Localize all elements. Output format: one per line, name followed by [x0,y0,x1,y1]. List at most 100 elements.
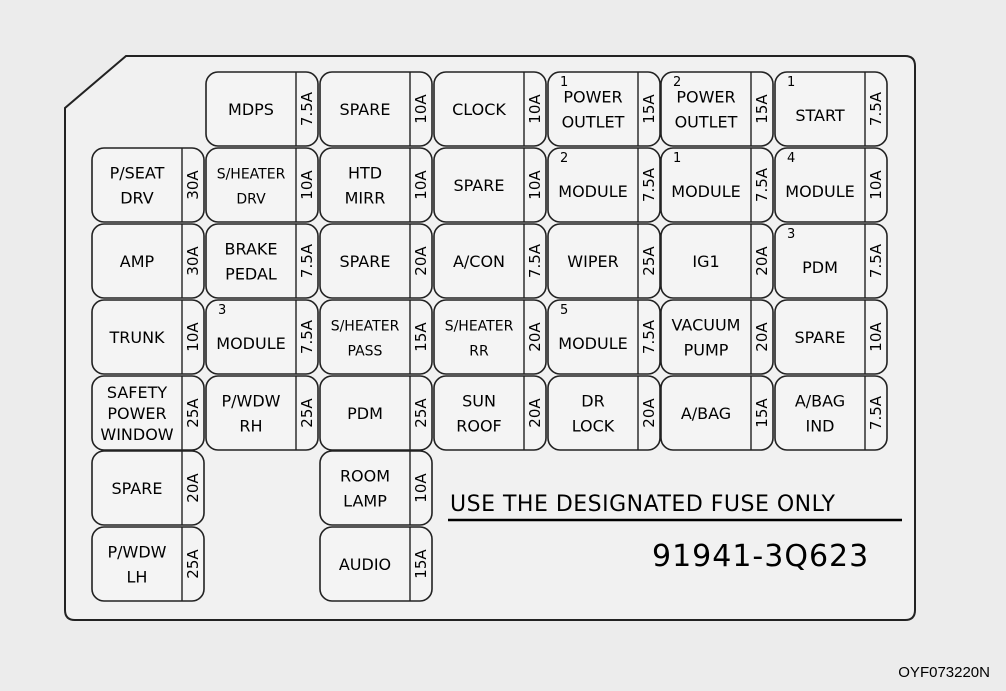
fuse-label: SUN [462,392,496,411]
fuse-label: LAMP [343,492,387,511]
fuse-label: PEDAL [225,265,277,284]
fuse-label: START [795,106,845,125]
fuse-amperage: 7.5A [526,243,544,278]
fuse-cell-frame [205,147,319,223]
fuse-label: PDM [347,404,383,423]
fuse-label: TRUNK [108,328,165,347]
fuse-amperage: 15A [753,398,771,428]
fuse-amperage: 20A [184,473,202,503]
fuse-number: 1 [787,75,795,90]
fuse-label: HTD [348,164,382,183]
fuse-amperage: 15A [640,94,658,124]
fuse-label: WINDOW [100,425,173,444]
part-number: 91941-3Q623 [652,539,869,574]
fuse-cell-frame [91,526,205,602]
fuse-amperage: 25A [298,398,316,428]
fuse-label: AMP [120,252,155,271]
fuse-label: S/HEATER [217,167,286,183]
fuse-amperage: 25A [640,246,658,276]
fuse-cell-frame [319,450,433,526]
fuse-cell-frame [660,223,774,299]
fuse-label: ROOF [456,417,502,436]
fuse-wiper: WIPER 25A [547,223,661,299]
fuse-cell-frame [774,71,888,147]
fuse-amperage: 30A [184,246,202,276]
fuse-label: ROOM [340,467,390,486]
fuse-label: MODULE [671,182,740,201]
fuse-cell-frame [433,147,547,223]
fuse-label: VACUUM [672,316,741,335]
fuse-cell-frame [319,71,433,147]
fuse-cell-frame [660,147,774,223]
fuse-amperage: 15A [412,549,430,579]
fuse-label: MODULE [558,334,627,353]
fuse-cell-frame [547,71,661,147]
fuse-cell-frame [774,299,888,375]
fuse-label: MDPS [228,100,274,119]
fuse-label: CLOCK [452,100,506,119]
fuse-amperage: 7.5A [640,319,658,354]
fuse-cell-frame [660,71,774,147]
fuse-cell-frame [91,450,205,526]
fuse-cell-frame [91,147,205,223]
fuse-label: DRV [236,192,266,208]
fuse-cell-frame [774,223,888,299]
fuse-number: 2 [560,151,568,166]
fuse-label: RH [239,417,262,436]
fuse-label: P/WDW [108,543,167,562]
fuse-amperage: 10A [867,170,885,200]
fuse-a-bag: A/BAG 15A [660,375,774,451]
fuse-amperage: 25A [412,398,430,428]
fuse-number: 1 [673,151,681,166]
fuse-trunk: TRUNK 10A [91,299,205,375]
fuse-amperage: 20A [640,398,658,428]
fuse-cell-frame [774,375,888,451]
fuse-number: 2 [673,75,681,90]
fuse-amperage: 7.5A [753,167,771,202]
fuse-label: POWER [676,88,735,107]
fuse-cell-frame [91,299,205,375]
fuse-label: WIPER [567,252,618,271]
fuse-cell-frame [547,375,661,451]
fuse-label: LH [127,568,148,587]
fuse-cell-frame [205,223,319,299]
fuse-label: DRV [120,189,154,208]
fuse-label: LOCK [572,417,615,436]
fuse-amperage: 15A [753,94,771,124]
fuse-label: MODULE [785,182,854,201]
fuse-cell-frame [433,223,547,299]
fuse-amperage: 10A [867,322,885,352]
fuse-label: A/BAG [681,404,731,423]
fuse-label: POWER [107,404,166,423]
fuse-amperage: 20A [753,322,771,352]
fuse-amperage: 10A [184,322,202,352]
fuse-amperage: 20A [753,246,771,276]
fuse-cell-frame [319,375,433,451]
fuse-label: SPARE [340,252,391,271]
fuse-cell-frame [433,375,547,451]
fuse-cell-frame [660,375,774,451]
fuse-label: MIRR [345,189,386,208]
fuse-label: P/WDW [222,392,281,411]
fuse-cell-frame [205,299,319,375]
fuse-label: MODULE [216,334,285,353]
fuse-cell-frame [547,223,661,299]
fuse-label: OUTLET [675,113,738,132]
fuse-cell-frame [660,299,774,375]
fuse-amperage: 7.5A [867,91,885,126]
